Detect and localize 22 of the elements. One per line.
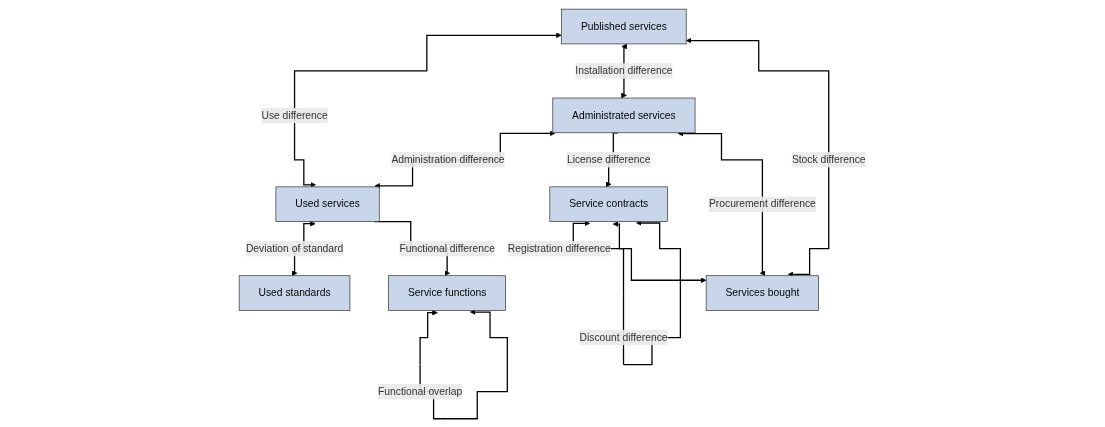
edge-label: Use difference xyxy=(261,109,328,121)
node-box: Used standards xyxy=(238,274,351,311)
node-box: Services bought xyxy=(705,274,820,311)
node-box: Used services xyxy=(275,186,380,222)
arrow xyxy=(294,31,562,188)
edge-label: Functional overlap xyxy=(378,385,463,397)
edge-label: Stock difference xyxy=(792,153,866,165)
edge-label: Discount difference xyxy=(579,331,668,343)
arrow xyxy=(686,37,830,277)
edge-label: Deviation of standard xyxy=(246,242,344,254)
edge-label: Administration difference xyxy=(391,153,505,165)
arrow xyxy=(374,130,556,189)
node-box: Service functions xyxy=(388,274,507,311)
arrow xyxy=(677,130,766,276)
node-box: Administrated services xyxy=(552,97,696,133)
edge-label: Functional difference xyxy=(399,242,495,254)
edge-label: License difference xyxy=(567,153,651,165)
edge-label: Registration difference xyxy=(507,242,611,254)
node-box: Published services xyxy=(561,8,687,44)
node-box: Service contracts xyxy=(549,186,668,222)
edge-label: Procurement difference xyxy=(709,197,816,209)
edge-label: Installation difference xyxy=(575,64,673,76)
